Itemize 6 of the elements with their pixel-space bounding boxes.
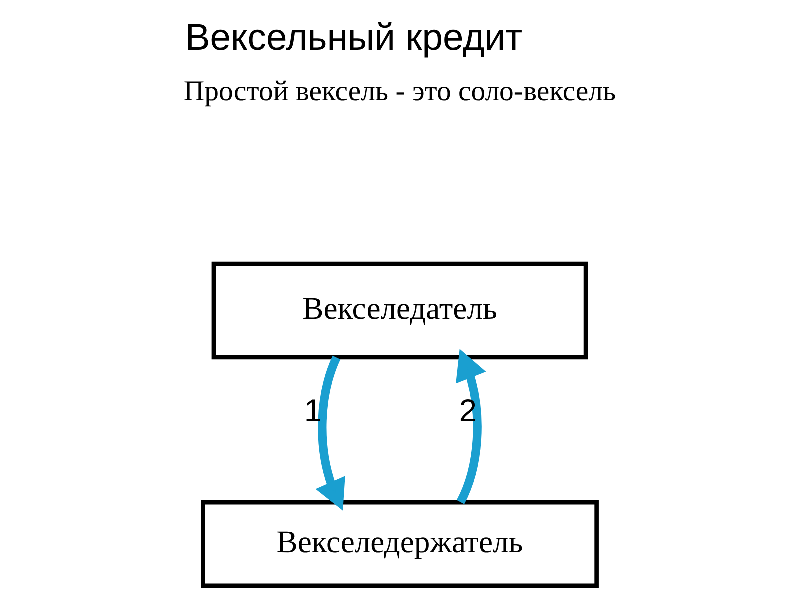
node-box: Векселедержатель	[201, 500, 599, 588]
arrow	[456, 349, 486, 504]
diagram-title: Вексельный кредит	[185, 16, 523, 58]
arrow	[316, 356, 346, 511]
node-box: Векселедатель	[212, 262, 588, 360]
label: Простой вексель - это соло-вексель	[184, 75, 616, 108]
